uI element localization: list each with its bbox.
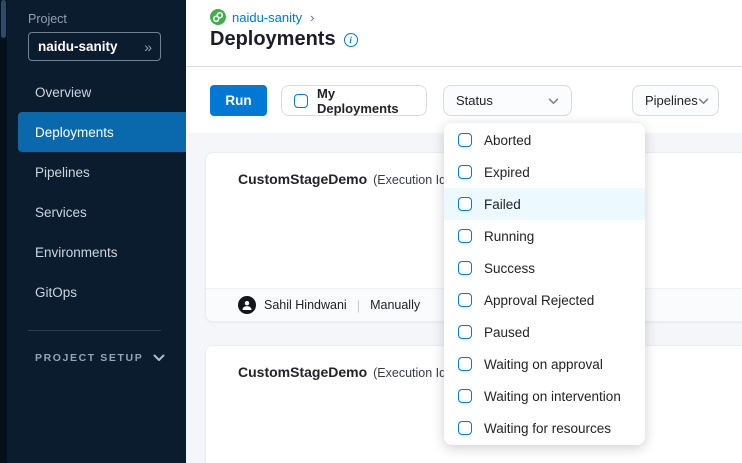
trigger-author: Sahil Hindwani [264, 298, 347, 312]
main-content: naidu-sanity › Deployments i Run My Depl… [186, 0, 742, 463]
checkbox-icon[interactable] [458, 165, 472, 179]
checkbox-icon[interactable] [458, 229, 472, 243]
status-filter-select[interactable]: Status [443, 85, 572, 116]
breadcrumb-chevron-icon: › [310, 9, 315, 25]
header-divider [186, 66, 742, 67]
pipeline-name[interactable]: CustomStageDemo [238, 364, 368, 380]
chevron-down-icon [548, 92, 559, 110]
sidebar-divider [28, 330, 161, 331]
pipelines-filter-select[interactable]: Pipelines [632, 85, 719, 116]
sidebar-rail [0, 0, 7, 463]
project-label: Project [28, 12, 67, 26]
status-option-success[interactable]: Success [444, 252, 645, 284]
sidebar-item-services[interactable]: Services [35, 204, 87, 220]
checkbox-icon[interactable] [458, 261, 472, 275]
sidebar-item-overview[interactable]: Overview [35, 84, 92, 100]
project-setup-toggle[interactable]: PROJECT SETUP [35, 346, 165, 370]
checkbox-icon[interactable] [458, 293, 472, 307]
checkbox-icon[interactable] [458, 197, 472, 211]
sidebar-item-gitops[interactable]: GitOps [35, 284, 78, 300]
trigger-type: Manually [370, 298, 421, 312]
chevron-down-icon [698, 92, 709, 110]
checkbox-icon[interactable] [458, 357, 472, 371]
project-selector[interactable]: » [28, 32, 161, 61]
run-button[interactable]: Run [210, 85, 267, 116]
status-option-waiting-on-intervention[interactable]: Waiting on intervention [444, 380, 645, 412]
execution-title-row: CustomStageDemo (Execution Id [206, 153, 742, 187]
option-label: Approval Rejected [484, 292, 595, 308]
option-label: Running [484, 228, 535, 244]
status-option-approval-rejected[interactable]: Approval Rejected [444, 284, 645, 316]
option-label: Paused [484, 324, 530, 340]
sidebar-item-deployments[interactable]: Deployments [18, 112, 186, 152]
project-name-input[interactable] [29, 39, 145, 54]
status-option-expired[interactable]: Expired [444, 156, 645, 188]
execution-id-text: (Execution Id [373, 366, 447, 380]
option-label: Waiting on approval [484, 356, 603, 372]
checkbox-icon[interactable] [458, 325, 472, 339]
status-option-aborted[interactable]: Aborted [444, 124, 645, 156]
status-option-running[interactable]: Running [444, 220, 645, 252]
option-label: Expired [484, 164, 530, 180]
sidebar-scrollbar-thumb[interactable] [1, 0, 6, 38]
user-avatar-icon [238, 296, 256, 314]
status-select-label: Status [456, 93, 493, 108]
info-icon[interactable]: i [343, 32, 358, 47]
checkbox-icon[interactable] [458, 133, 472, 147]
sidebar-item-environments[interactable]: Environments [35, 244, 118, 260]
chevron-down-icon [153, 349, 165, 367]
sidebar-item-pipelines[interactable]: Pipelines [35, 164, 90, 180]
project-setup-label: PROJECT SETUP [35, 352, 144, 364]
status-option-waiting-for-resources[interactable]: Waiting for resources [444, 412, 645, 444]
option-label: Aborted [484, 132, 532, 148]
execution-id-text: (Execution Id [373, 173, 447, 187]
page-title-row: Deployments i [210, 28, 358, 51]
my-deployments-filter[interactable]: My Deployments [281, 85, 427, 116]
option-label: Success [484, 260, 536, 276]
project-sidebar: Project » Overview Deployments Pipelines… [7, 0, 186, 463]
toolbar: Run My Deployments Status Pipelines [186, 67, 742, 133]
my-deployments-label: My Deployments [317, 85, 399, 116]
breadcrumb: naidu-sanity › [210, 9, 314, 25]
status-option-failed[interactable]: Failed [444, 188, 645, 220]
page-title: Deployments [210, 28, 336, 50]
breadcrumb-project-link[interactable]: naidu-sanity [232, 9, 303, 25]
checkbox-icon[interactable] [458, 389, 472, 403]
cd-module-icon [210, 9, 226, 25]
status-dropdown-menu: Aborted Expired Failed Running Success A… [444, 123, 645, 445]
option-label: Failed [484, 196, 521, 212]
pipelines-select-label: Pipelines [645, 93, 698, 108]
execution-title-row: CustomStageDemo (Execution Id [206, 346, 742, 380]
footer-separator: | [356, 297, 361, 313]
option-label: Waiting on intervention [484, 388, 621, 404]
option-label: Waiting for resources [484, 420, 612, 436]
status-option-waiting-on-approval[interactable]: Waiting on approval [444, 348, 645, 380]
pipeline-name[interactable]: CustomStageDemo [238, 171, 368, 187]
sidebar-nav: Overview Deployments Pipelines Services … [7, 72, 186, 312]
status-option-paused[interactable]: Paused [444, 316, 645, 348]
checkbox-icon[interactable] [458, 421, 472, 435]
my-deployments-checkbox[interactable] [294, 93, 308, 108]
expand-project-icon[interactable]: » [144, 38, 152, 55]
